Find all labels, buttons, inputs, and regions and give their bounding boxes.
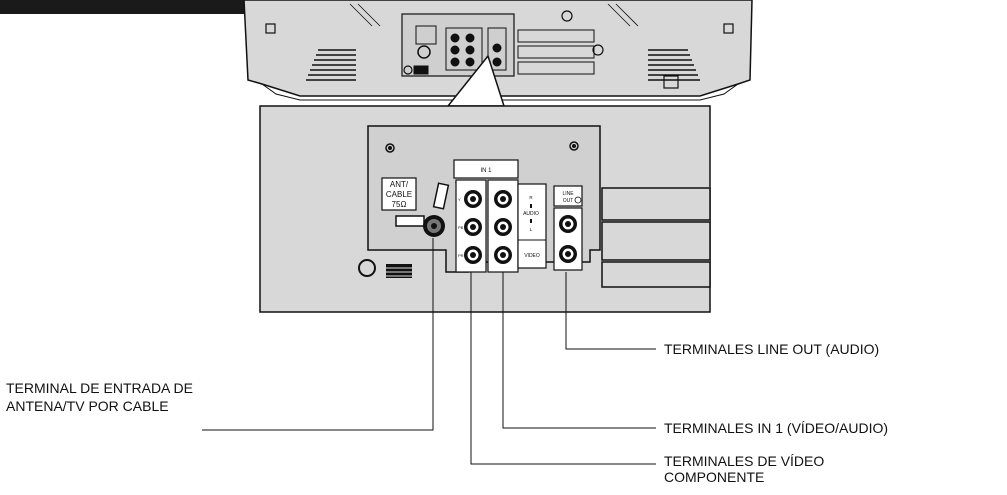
right-vent [648,49,700,81]
antenna-label-line-2: CABLE [386,190,412,199]
component-pin-pr: PR [458,253,464,258]
audio-jack-r [494,190,512,208]
component-jack-pb [464,218,482,236]
line-out-jack-l [559,245,577,263]
in1-label: IN 1 [480,168,492,174]
leader-in1 [502,272,656,429]
antenna-label-line-3: 75Ω [392,200,407,209]
leader-component [470,272,656,465]
tv-rear-overview [243,0,753,101]
board-screws [358,141,579,277]
callout-line-out: TERMINALES LINE OUT (AUDIO) [664,341,880,357]
component-jack-y [464,190,482,208]
leader-lines [202,238,656,465]
ribbed-block [386,264,412,278]
audio-side-r: R [529,195,533,200]
av-side-label-box [517,183,547,269]
side-slots [601,187,711,288]
callout-antenna-line-1: TERMINAL DE ENTRADA DE [6,380,193,396]
leader-antenna [202,238,434,431]
video-jack [494,246,512,264]
callout-component-line-2: COMPONENTE [664,469,765,485]
video-label: VIDEO [524,253,540,259]
antenna-label-line-1: ANT/ [390,180,409,189]
audio-side-l: L [530,227,533,232]
line-out-label-line-1: LINE [562,191,574,197]
audio-side-label: AUDIO [523,211,539,217]
left-vent [306,49,356,81]
antenna-label-box [381,177,417,211]
component-pin-y: Y [458,197,461,202]
leader-line-out [565,272,656,350]
line-out-label-line-2: OUT [563,198,574,204]
callout-component-line-1: TERMINALES DE VÍDEO [664,453,825,469]
in1-header [453,159,519,179]
antenna-jack [423,215,445,237]
line-out-jack-r [559,215,577,233]
callout-antenna-line-2: ANTENA/TV POR CABLE [6,398,169,414]
audio-jack-l [494,218,512,236]
component-jack-pr [464,246,482,264]
component-pin-pb: PB [458,225,464,230]
header-bar [0,0,278,14]
callout-in1: TERMINALES IN 1 (VÍDEO/AUDIO) [664,420,889,436]
